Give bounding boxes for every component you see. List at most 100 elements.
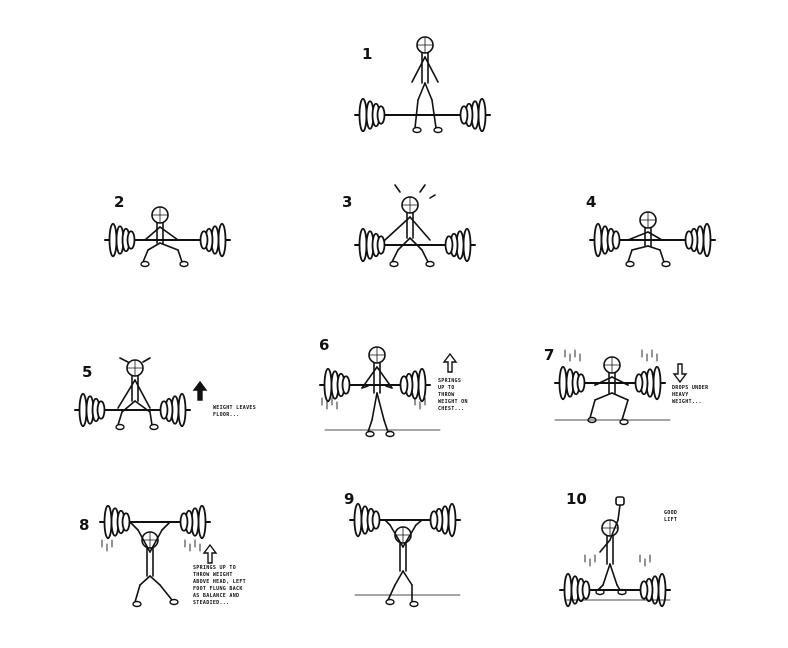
weight-plate <box>558 365 568 401</box>
stroke <box>627 249 633 263</box>
arrow-up-icon <box>192 380 208 401</box>
barbell <box>354 227 476 263</box>
weight-plate <box>462 227 472 263</box>
weight-plate <box>447 502 457 538</box>
raised-fist <box>615 496 625 506</box>
stroke <box>647 245 661 251</box>
weight-plate <box>78 392 88 428</box>
weight-plate <box>581 580 591 600</box>
weight-plate <box>399 375 409 395</box>
foot <box>412 126 422 134</box>
weight-plate <box>358 97 368 133</box>
stroke <box>134 584 141 603</box>
stroke <box>117 379 136 409</box>
arrow <box>442 352 458 373</box>
weight-plate <box>652 365 662 401</box>
panel-number-5: 5 <box>82 363 93 381</box>
stroke <box>594 392 613 401</box>
panel-number-7: 7 <box>544 346 555 364</box>
panel-number-1: 1 <box>362 45 373 63</box>
weight-plate <box>702 222 712 258</box>
caption-10: Good lift <box>664 510 678 523</box>
stroke <box>159 584 173 601</box>
stroke <box>129 521 139 531</box>
stroke <box>144 226 161 241</box>
foot <box>425 260 435 268</box>
stroke <box>415 519 423 526</box>
foot <box>433 126 443 134</box>
weight-plate <box>179 512 189 532</box>
stick-figure <box>140 206 189 268</box>
stick-figure <box>129 521 179 608</box>
panel-number-10: 10 <box>566 490 587 508</box>
weight-plate <box>371 510 381 530</box>
stroke <box>147 242 161 251</box>
weight-plate <box>197 504 207 540</box>
weight-plate <box>353 502 363 538</box>
foot <box>625 260 635 268</box>
foot <box>661 260 671 268</box>
stroke <box>647 231 663 241</box>
weight-plate <box>576 373 586 393</box>
stick-figure <box>587 356 629 426</box>
stroke <box>384 216 411 241</box>
stroke <box>142 357 151 363</box>
weight-plate <box>634 373 644 393</box>
stroke <box>384 519 391 526</box>
caption-7: Drops under heavy weight... <box>672 385 709 405</box>
stroke <box>137 529 151 553</box>
panel-number-9: 9 <box>344 490 355 508</box>
weight-plate <box>121 512 131 532</box>
stroke <box>402 524 417 548</box>
stick-figure <box>361 346 395 438</box>
weight-plate <box>563 572 573 608</box>
stroke <box>621 399 629 421</box>
foot <box>385 430 395 438</box>
weight-plate <box>593 222 603 258</box>
weight-plate <box>684 230 694 250</box>
foot <box>149 423 159 431</box>
barbell <box>104 222 231 258</box>
panel-number-4: 4 <box>586 193 597 211</box>
stroke <box>609 519 619 541</box>
stroke <box>371 392 378 421</box>
foot <box>132 600 142 608</box>
foot <box>385 598 395 606</box>
weight-plate <box>108 222 118 258</box>
weight-plate <box>639 580 649 600</box>
stroke <box>117 411 123 426</box>
stroke <box>421 249 429 263</box>
barbell <box>559 572 671 608</box>
stroke <box>611 392 629 401</box>
barbell <box>99 504 211 540</box>
stroke <box>589 399 596 419</box>
foot <box>389 260 399 268</box>
weight-plate <box>217 222 227 258</box>
stroke <box>599 539 611 553</box>
stroke <box>424 82 433 101</box>
stick-figure <box>595 504 627 596</box>
weight-plate <box>126 230 136 250</box>
panel-number-3: 3 <box>342 193 353 211</box>
stroke <box>617 504 621 521</box>
stroke <box>627 231 649 241</box>
stroke <box>149 575 161 586</box>
arrow-up-icon <box>442 352 458 373</box>
weight-plate <box>341 375 351 395</box>
arrow <box>202 543 218 564</box>
panel-number-8: 8 <box>79 516 90 534</box>
stroke <box>659 249 665 263</box>
stroke <box>394 184 401 193</box>
barbell <box>554 365 666 401</box>
caption-5: Weight leaves floor... <box>213 405 257 418</box>
stick-figure <box>384 196 435 268</box>
stroke <box>411 56 426 83</box>
weight-plate <box>477 97 487 133</box>
stroke <box>177 249 183 263</box>
stroke <box>134 379 151 409</box>
weight-plate <box>177 392 187 428</box>
stroke <box>429 194 436 199</box>
stroke <box>149 411 153 426</box>
stick-figure <box>115 359 159 431</box>
